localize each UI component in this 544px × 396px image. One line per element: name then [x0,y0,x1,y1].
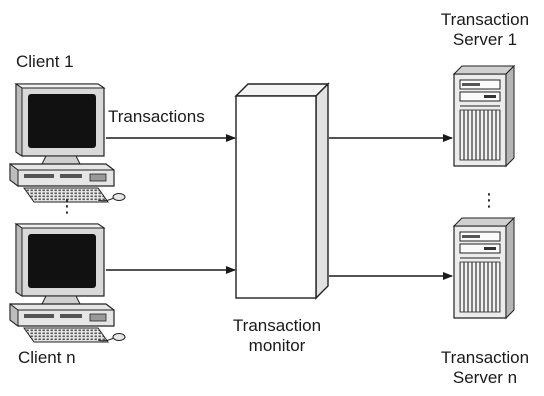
client-1-label: Client 1 [16,52,74,71]
client-n-computer-icon [9,223,126,343]
server-n-label-line2: Server n [452,368,518,387]
client-1-computer-icon [9,83,126,203]
server-1-label-line2: Server 1 [452,30,518,49]
server-n-label: Transaction Server n [428,348,542,388]
monitor-label-line1: Transaction [232,316,322,335]
monitor-label-line2: monitor [248,336,306,355]
monitor-label: Transaction monitor [222,316,332,356]
client-n-label: Client n [18,348,76,367]
server-ellipsis: ⋮ [480,190,498,210]
transaction-monitor-box [234,82,330,300]
server-1-label-line1: Transaction [440,10,530,29]
server-n-label-line1: Transaction [440,348,530,367]
client-ellipsis: ⋮ [58,196,76,216]
server-1-label: Transaction Server 1 [428,10,542,50]
server-1-tower-icon [453,65,515,167]
server-n-tower-icon [453,217,515,319]
transactions-label: Transactions [108,107,205,126]
